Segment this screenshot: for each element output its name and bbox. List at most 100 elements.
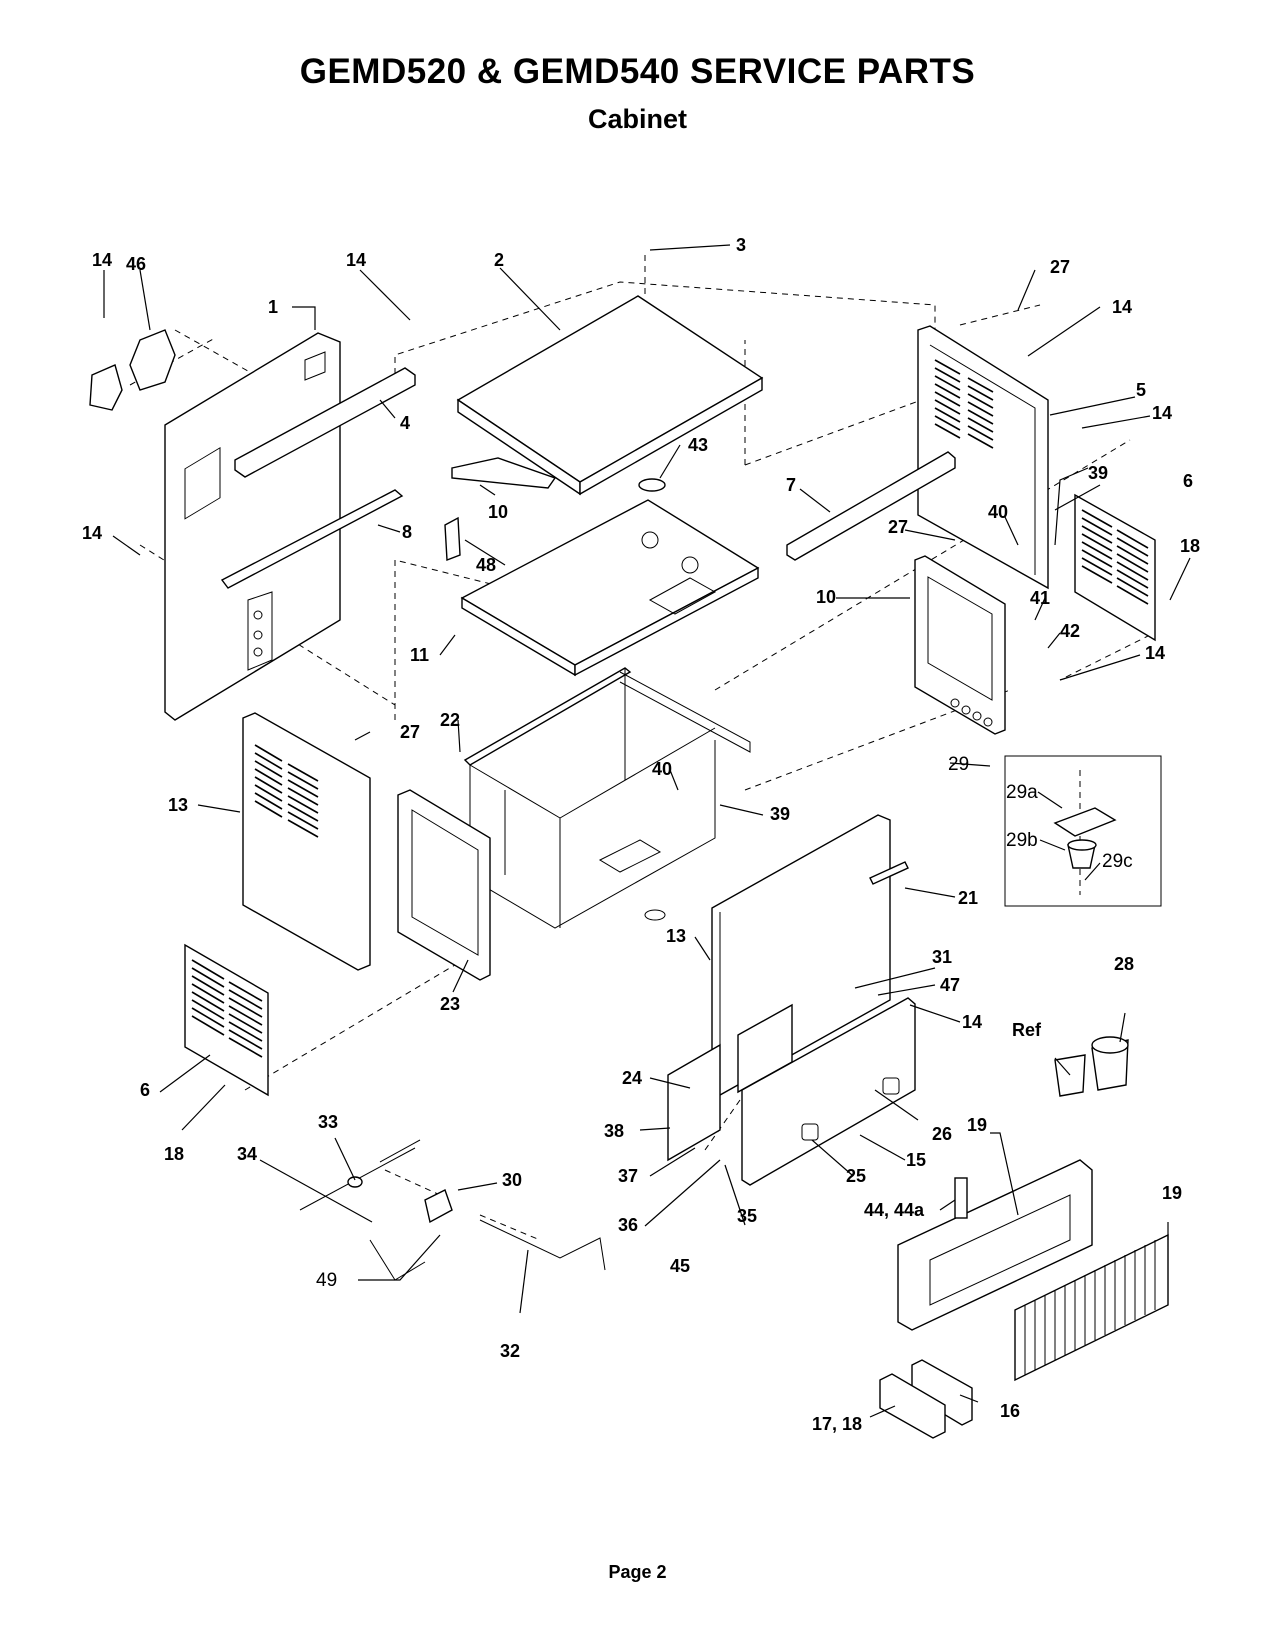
back-panel-part-1: [164, 332, 341, 721]
callout-18a: 18: [1180, 536, 1200, 556]
callout-19: 19: [1162, 1183, 1182, 1203]
callout-22: 22: [440, 710, 460, 730]
callout-38: 38: [604, 1121, 624, 1141]
callout-4: 4: [400, 413, 410, 433]
side-panel-part-5: [917, 325, 1049, 590]
bin-door-part-20: [897, 1159, 1093, 1331]
top-panel-part-2: [456, 295, 764, 496]
cup-part-28: [1091, 1036, 1129, 1091]
plate-part-38: [667, 1043, 721, 1162]
callout-14a: 14: [92, 250, 112, 270]
trim-part-17: [879, 1373, 946, 1439]
callout-3: 3: [736, 235, 746, 255]
callout-23: 23: [440, 994, 460, 1014]
callout-7: 7: [786, 475, 796, 495]
callout-12: 13: [168, 795, 188, 815]
callout-45: 45: [670, 1256, 690, 1276]
callout-30: 30: [502, 1170, 522, 1190]
callout-14c: 14: [1112, 297, 1132, 317]
clip-part-48: [444, 516, 461, 561]
callout-20: 19: [967, 1115, 987, 1135]
callout-40a: 40: [988, 502, 1008, 522]
callout-49: 49: [316, 1270, 337, 1291]
bracket-part-21: [869, 861, 909, 885]
callout-40b: 40: [652, 759, 672, 779]
callout-6a: 6: [1183, 471, 1193, 491]
inset-box-part-29: [1004, 755, 1162, 907]
callout-35: 35: [737, 1206, 757, 1226]
callout-29b: 29b: [1006, 830, 1038, 851]
callout-13: 13: [666, 926, 686, 946]
page-number: Page 2: [608, 1562, 667, 1582]
callout-16: 16: [1000, 1401, 1020, 1421]
lower-panel-part-15: [741, 997, 916, 1186]
rail-part-8: [220, 489, 404, 589]
valve-assembly: [299, 1139, 606, 1281]
callout-48: 48: [476, 555, 496, 575]
callout-29c: 29c: [1102, 851, 1133, 872]
callout-24: 24: [622, 1068, 642, 1088]
cabinet-frame: [463, 667, 751, 929]
callout-ref: Ref: [1012, 1020, 1042, 1040]
callout-14b: 14: [346, 250, 366, 270]
callout-29: 29: [948, 754, 969, 775]
callout-10: 10: [816, 587, 836, 607]
callout-14d: 14: [1152, 403, 1172, 423]
plate-part-24: [737, 1003, 793, 1094]
callout-14g: 14: [962, 1012, 982, 1032]
callout-11: 11: [410, 645, 429, 665]
callout-26: 26: [932, 1124, 952, 1144]
callout-labels: 14 46 1 14 2 3 27 14 5 14 4 43 10 7 39 6…: [82, 235, 1200, 1434]
callout-2: 2: [494, 250, 504, 270]
callout-21: 21: [958, 888, 978, 908]
leader-lines: [103, 244, 1191, 1418]
callout-34: 34: [237, 1144, 257, 1164]
callout-6b: 6: [140, 1080, 150, 1100]
callout-36: 36: [618, 1215, 638, 1235]
callout-29a: 29a: [1006, 782, 1038, 803]
door-frame-part-23: [397, 789, 491, 981]
callout-42: 42: [1060, 621, 1080, 641]
rail-part-4: [234, 367, 416, 478]
callout-44: 44, 44a: [864, 1200, 925, 1220]
callout-39b: 39: [770, 804, 790, 824]
callout-46: 46: [126, 254, 146, 274]
callout-8: 8: [402, 522, 412, 542]
callout-28: 28: [1114, 954, 1134, 974]
frame-part-10: [914, 555, 1006, 735]
plug-part-43: [638, 478, 666, 492]
callout-39a: 39: [1088, 463, 1108, 483]
callout-5: 5: [1136, 380, 1146, 400]
grille-part-19: [1014, 1233, 1169, 1382]
callout-37: 37: [618, 1166, 638, 1186]
side-panel-part-12: [242, 712, 371, 971]
callout-1: 1: [268, 297, 278, 317]
pin-part-44: [954, 1177, 968, 1219]
callout-27b: 27: [888, 517, 908, 537]
callout-27a: 27: [1050, 257, 1070, 277]
base-pan-part-11: [460, 499, 760, 677]
callout-14e: 14: [82, 523, 102, 543]
callout-15: 15: [906, 1150, 926, 1170]
fan-shroud-part-46: [89, 329, 176, 411]
louvers-part-5: [934, 359, 994, 449]
callout-25: 25: [846, 1166, 866, 1186]
callout-14f: 14: [1145, 643, 1165, 663]
callout-9: 10: [488, 502, 508, 522]
callout-43: 43: [688, 435, 708, 455]
callout-31: 31: [932, 947, 952, 967]
callout-47: 47: [940, 975, 960, 995]
grille-part-6-left: [184, 943, 269, 1097]
callout-33: 33: [318, 1112, 338, 1132]
callout-27c: 27: [400, 722, 420, 742]
grille-part-6-right: [1074, 493, 1156, 642]
callout-17-18: 17, 18: [812, 1414, 862, 1434]
cup-ref: [1054, 1054, 1086, 1097]
callout-18b: 18: [164, 1144, 184, 1164]
page-subtitle: Cabinet: [587, 104, 687, 134]
rail-part-7: [786, 451, 956, 561]
callout-32: 32: [500, 1341, 520, 1361]
bracket-part-9: [451, 457, 557, 489]
page-title: GEMD520 & GEMD540 SERVICE PARTS: [299, 52, 976, 91]
